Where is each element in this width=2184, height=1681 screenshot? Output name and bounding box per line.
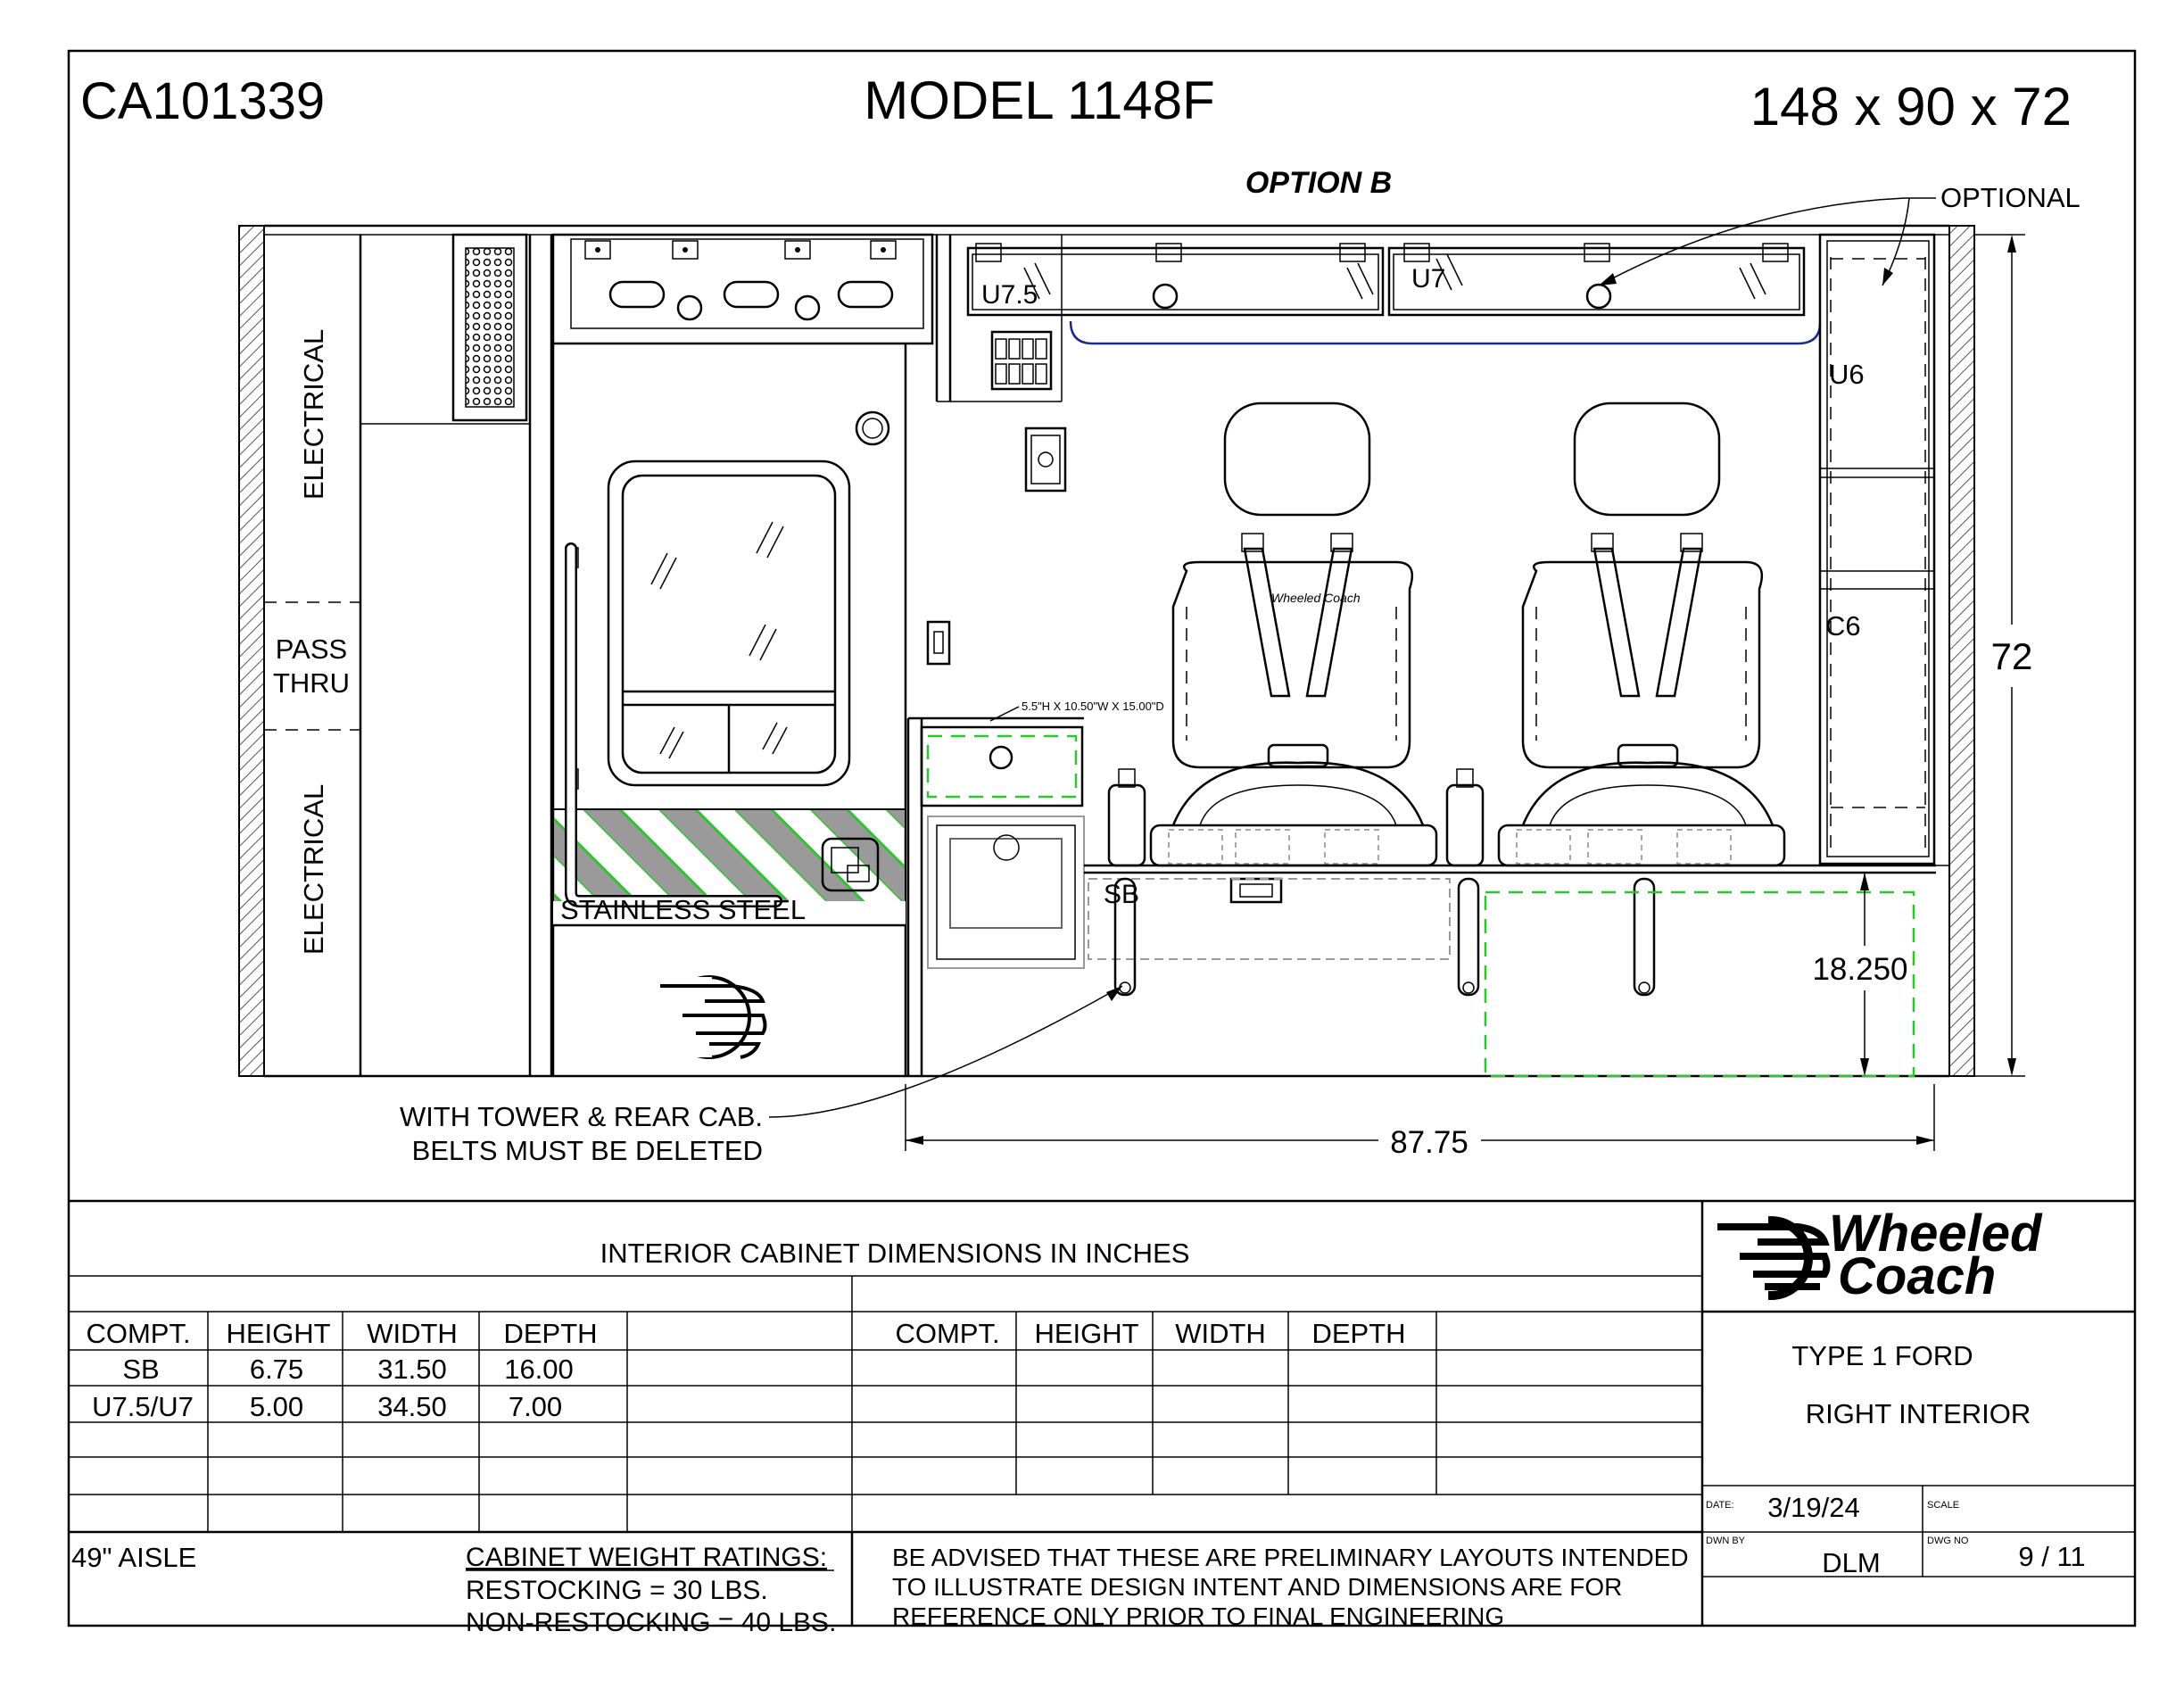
title-block: Wheeled Coach TYPE 1 FORD RIGHT INTERIOR… (1702, 1205, 2135, 1578)
belt-buckle-2 (1457, 877, 1480, 997)
table-row-1-depth: 16.00 (504, 1354, 574, 1385)
sheet-number: 9 / 11 (2018, 1541, 2085, 1572)
label-thru: THRU (273, 667, 350, 699)
bench-latch (1229, 877, 1283, 904)
right-header-height: HEIGHT (1034, 1318, 1138, 1349)
u6-c6-column (1818, 233, 1936, 865)
captain-seat-1: Wheeled Coach (1171, 402, 1425, 826)
interior-elevation: ELECTRICAL ELECTRICAL PASS THRU (238, 182, 2081, 1166)
date-value: 3/19/24 (1767, 1492, 1859, 1523)
logo-coach: Coach (1838, 1247, 1996, 1305)
date-label: DATE: (1706, 1500, 1734, 1511)
label-c6: C6 (1825, 610, 1861, 642)
upper-rear-cabinet-hinges (584, 240, 897, 260)
table-row-2-height: 5.00 (250, 1391, 303, 1422)
option-label: OPTION B (1245, 166, 1392, 200)
table-row-2-compt: U7.5/U7 (92, 1391, 194, 1422)
seat-base-1 (1149, 824, 1438, 867)
u75-cabinet (966, 246, 1385, 317)
advisory-line-2: TO ILLUSTRATE DESIGN INTENT AND DIMENSIO… (892, 1573, 1622, 1601)
label-electrical-upper: ELECTRICAL (298, 329, 329, 500)
table-row-1-width: 31.50 (377, 1354, 447, 1385)
right-wall (1948, 225, 1975, 1077)
weight-non-restocking: NON-RESTOCKING = 40 LBS. (466, 1608, 836, 1637)
right-header-width: WIDTH (1175, 1318, 1266, 1349)
oxygen-cabinet (927, 816, 1085, 969)
table-row-1-compt: SB (122, 1354, 159, 1385)
dimension-length: 87.75 (1390, 1125, 1468, 1160)
note-line-2: BELTS MUST BE DELETED (412, 1135, 763, 1166)
sb-drawer (920, 725, 1084, 807)
label-u75: U7.5 (981, 280, 1038, 310)
u7-cabinet (1387, 246, 1806, 317)
label-u6: U6 (1829, 359, 1865, 390)
left-header-width: WIDTH (367, 1318, 458, 1349)
table-row-1-height: 6.75 (250, 1354, 303, 1385)
label-electrical-lower: ELECTRICAL (298, 784, 329, 955)
table-title: INTERIOR CABINET DIMENSIONS IN INCHES (600, 1238, 1190, 1269)
oxygen-bottle-1 (1107, 768, 1146, 867)
upper-cabinet-hinges (975, 243, 1789, 262)
sheet-border (67, 49, 2137, 1627)
captain-seat-2 (1521, 402, 1774, 826)
oxygen-bottle-2 (1445, 768, 1485, 867)
label-u7: U7 (1411, 264, 1445, 294)
weight-restocking: RESTOCKING = 30 LBS. (466, 1576, 768, 1605)
door-lock (855, 410, 890, 446)
light-switch (926, 620, 951, 666)
drawn-by-value: DLM (1822, 1547, 1880, 1578)
callout-optional: OPTIONAL (1940, 182, 2081, 213)
drawer-dimension-note: 5.5"H X 10.50"W X 15.00"D (1022, 700, 1164, 713)
view-name: RIGHT INTERIOR (1806, 1398, 2031, 1429)
door-handle (821, 837, 880, 892)
right-header-depth: DEPTH (1311, 1318, 1405, 1349)
vent-grille (451, 233, 528, 422)
seat-logo: Wheeled Coach (1271, 591, 1361, 605)
power-outlet (1024, 426, 1067, 493)
belt-buckle-3 (1633, 877, 1656, 997)
left-header-compt: COMPT. (86, 1318, 190, 1349)
upper-rear-cabinet (551, 233, 934, 345)
dwg-no-label: DWG NO (1927, 1536, 1969, 1546)
logo-wheeled: Wheeled (1829, 1205, 2043, 1263)
model-title: MODEL 1148F (864, 70, 1215, 130)
optional-storage-area (1484, 890, 1915, 1078)
rear-door-window (607, 460, 851, 787)
advisory-line-1: BE ADVISED THAT THESE ARE PRELIMINARY LA… (892, 1544, 1689, 1571)
left-header-depth: DEPTH (503, 1318, 597, 1349)
weight-ratings-title: CABINET WEIGHT RATINGS: (466, 1543, 827, 1572)
left-header-height: HEIGHT (226, 1318, 330, 1349)
left-wall (238, 225, 265, 1077)
blue-trim-line (1069, 320, 1822, 345)
belt-buckle-1 (1113, 877, 1137, 997)
vehicle-type: TYPE 1 FORD (1791, 1340, 1973, 1371)
table-row-2-width: 34.50 (377, 1391, 447, 1422)
aisle-label: 49" AISLE (71, 1542, 196, 1573)
advisory-line-3: REFERENCE ONLY PRIOR TO FINAL ENGINEERIN… (892, 1602, 1504, 1630)
latch-knob (676, 294, 703, 321)
label-stainless-steel: STAINLESS STEEL (560, 894, 806, 925)
wheeled-coach-logo: Wheeled Coach (1713, 1205, 2043, 1305)
scale-label: SCALE (1927, 1500, 1959, 1511)
overall-dimensions: 148 x 90 x 72 (1750, 77, 2072, 137)
drawing-id: CA101339 (80, 72, 325, 130)
wheeled-coach-emblem (658, 975, 767, 1059)
note-line-1: WITH TOWER & REAR CAB. (400, 1101, 763, 1132)
table-row-2-depth: 7.00 (509, 1391, 562, 1422)
dimension-table: INTERIOR CABINET DIMENSIONS IN INCHES CO… (69, 1199, 2135, 1637)
label-pass: PASS (276, 633, 347, 665)
drawn-by-label: DWN BY (1706, 1536, 1746, 1546)
dimension-sb-height: 18.250 (1812, 952, 1907, 987)
right-header-compt: COMPT. (895, 1318, 999, 1349)
switch-panel (990, 330, 1053, 391)
dimension-height: 72 (1991, 635, 2033, 677)
